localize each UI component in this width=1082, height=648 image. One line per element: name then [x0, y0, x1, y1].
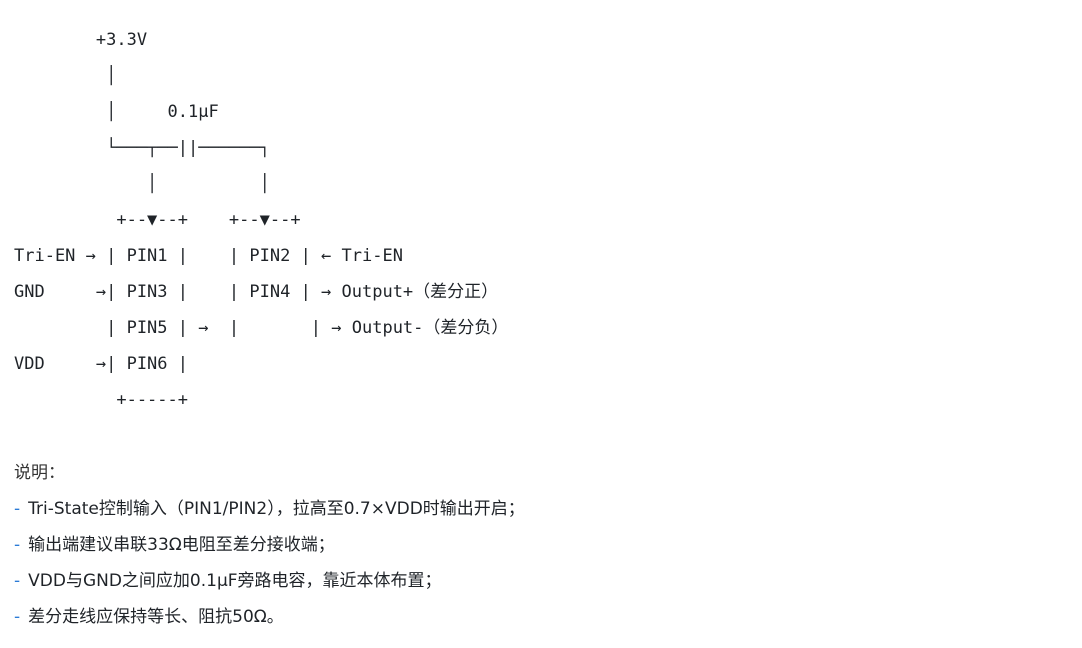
- diagram-line-pin3-pin4: GND →| PIN3 | | PIN4 | → Output+（差分正）: [14, 282, 499, 302]
- diagram-line-capacitor: └───┬──||──────┐: [14, 138, 270, 158]
- notes-section: 说明： -Tri-State控制输入（PIN1/PIN2），拉高至0.7×VDD…: [14, 455, 525, 635]
- bullet-dash: -: [14, 499, 21, 519]
- list-item: -输出端建议串联33Ω电阻至差分接收端；: [14, 527, 525, 563]
- list-item: -VDD与GND之间应加0.1μF旁路电容，靠近本体布置；: [14, 563, 525, 599]
- pinout-ascii-diagram: +3.3V │ │ 0.1μF └───┬──||──────┐ │ │ +--…: [14, 22, 508, 418]
- diagram-line-package-bottom: +-----+: [14, 390, 188, 410]
- diagram-line-pin5: | PIN5 | → | | → Output-（差分负）: [14, 318, 509, 338]
- diagram-line-wire: │: [14, 66, 117, 86]
- diagram-line-supply-label: +3.3V: [14, 30, 148, 50]
- bullet-dash: -: [14, 571, 21, 591]
- diagram-line-capacitor-label: │ 0.1μF: [14, 102, 219, 122]
- list-item: -差分走线应保持等长、阻抗50Ω。: [14, 599, 525, 635]
- diagram-line-package-top: +--▼--+ +--▼--+: [14, 210, 301, 230]
- note-text: Tri-State控制输入（PIN1/PIN2），拉高至0.7×VDD时输出开启…: [28, 499, 525, 519]
- notes-title: 说明：: [14, 463, 65, 483]
- note-text: VDD与GND之间应加0.1μF旁路电容，靠近本体布置；: [28, 571, 442, 591]
- list-item: -Tri-State控制输入（PIN1/PIN2），拉高至0.7×VDD时输出开…: [14, 491, 525, 527]
- diagram-line-wire: │ │: [14, 174, 270, 194]
- note-text: 差分走线应保持等长、阻抗50Ω。: [28, 607, 284, 627]
- diagram-line-pin1-pin2: Tri-EN → | PIN1 | | PIN2 | ← Tri-EN: [14, 246, 403, 266]
- note-text: 输出端建议串联33Ω电阻至差分接收端；: [28, 535, 335, 555]
- bullet-dash: -: [14, 607, 21, 627]
- bullet-dash: -: [14, 535, 21, 555]
- diagram-line-pin6: VDD →| PIN6 |: [14, 354, 188, 374]
